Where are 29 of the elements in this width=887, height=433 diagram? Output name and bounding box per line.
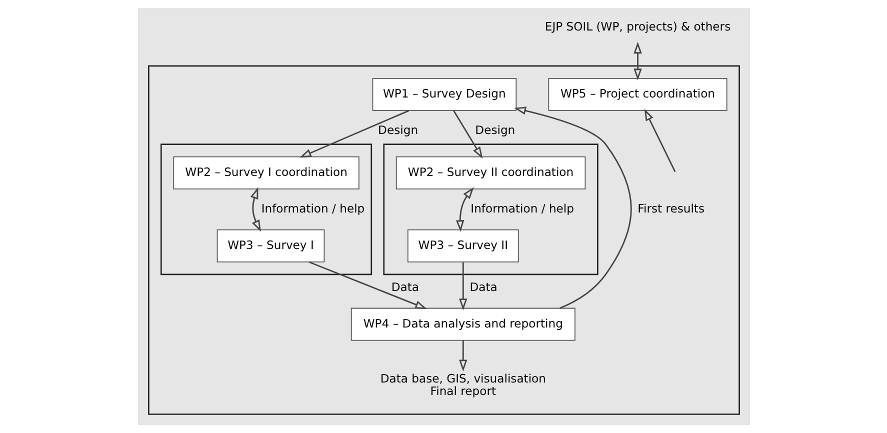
- arrow: [250, 187, 260, 232]
- edge-label: Data: [469, 280, 497, 294]
- cluster: [148, 65, 740, 415]
- node-box: WP1 – Survey Design: [372, 78, 516, 111]
- edge-label: First results: [637, 201, 704, 216]
- node-box: WP2 – Survey I coordination: [172, 156, 359, 190]
- arrow: [458, 340, 467, 372]
- node-box: WP5 – Project coordination: [548, 78, 727, 111]
- arrow: [455, 187, 474, 232]
- node-text: EJP SOIL (WP, projects) & others: [544, 20, 730, 34]
- node-box: WP3 – Survey II: [406, 229, 518, 262]
- node-box: WP4 – Data analysis and reporting: [350, 308, 575, 341]
- arrow: [458, 262, 467, 310]
- arrow: [514, 106, 632, 309]
- arrow: [633, 42, 642, 80]
- arrow: [299, 110, 409, 158]
- cluster: [160, 144, 372, 276]
- arrow: [308, 261, 426, 309]
- node-text: Data base, GIS, visualisation Final report: [380, 372, 546, 398]
- cluster: [382, 144, 598, 276]
- edge-label: Information / help: [260, 201, 364, 216]
- edge-label: Data: [390, 280, 419, 294]
- edge-label: Design: [378, 123, 418, 138]
- node-box: WP2 – Survey II coordination: [395, 156, 586, 190]
- edge-label: Design: [474, 123, 515, 138]
- edge-label: Information / help: [470, 201, 574, 216]
- node-box: WP3 – Survey I: [216, 229, 324, 262]
- arrow: [644, 108, 676, 172]
- arrow: [452, 110, 482, 159]
